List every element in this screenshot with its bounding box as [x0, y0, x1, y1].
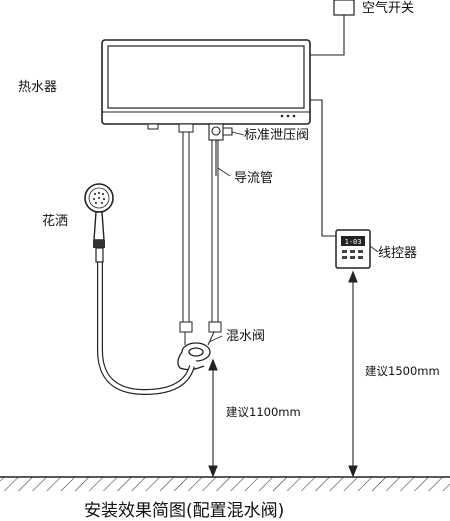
- mixing-valve-pointer: [208, 335, 223, 343]
- drain-pipe-pointer: [217, 167, 231, 177]
- wire-controller-label: 线控器: [378, 246, 418, 261]
- shower-head: [84, 183, 114, 263]
- drain-pipe-label: 导流管: [234, 171, 274, 186]
- floor: [0, 476, 450, 491]
- dimension-1500: [348, 270, 358, 478]
- air-switch-box: [333, 0, 355, 16]
- relief-valve-label: 标准泄压阀: [244, 128, 310, 143]
- shower-head-label: 花洒: [42, 214, 69, 229]
- controller-screen-text: 1-03: [345, 238, 362, 246]
- power-wire: [310, 15, 345, 56]
- controller-pointer: [369, 245, 379, 253]
- relief-valve: [208, 123, 233, 176]
- relief-valve-pointer: [231, 131, 245, 136]
- air-switch-label: 空气开关: [362, 1, 415, 16]
- diagram-caption: 安装效果简图(配置混水阀): [84, 501, 285, 521]
- mixing-valve-label: 混水阀: [226, 329, 266, 344]
- height-1100-label: 建议1100mm: [226, 405, 301, 419]
- controller-cable: [310, 99, 336, 237]
- water-pipes: [178, 123, 222, 346]
- water-heater: [101, 39, 311, 130]
- dimension-1100: [208, 358, 218, 478]
- shower-hose: [97, 262, 195, 396]
- height-1500-label: 建议1500mm: [365, 364, 440, 378]
- water-heater-label: 热水器: [18, 80, 58, 95]
- wire-controller: [335, 229, 371, 269]
- mixing-valve: [177, 342, 211, 371]
